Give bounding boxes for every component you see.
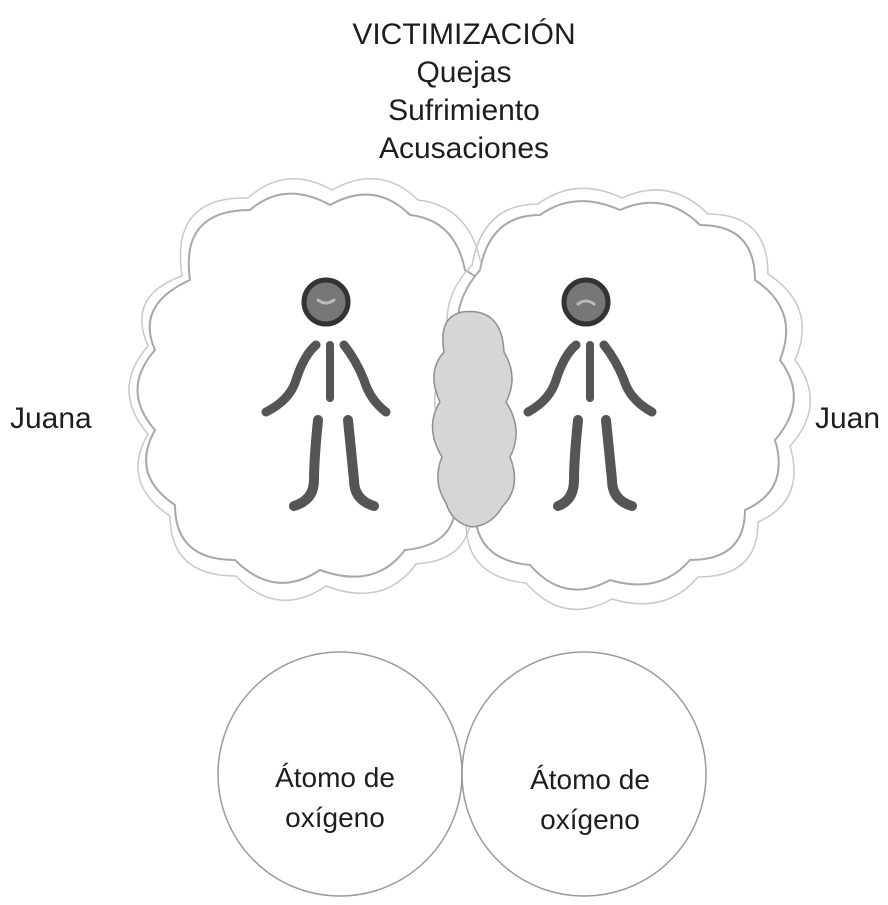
person-name-right: Juan xyxy=(815,402,881,435)
title-line-quejas: Quejas xyxy=(416,56,512,89)
atom-label-right-line1: Átomo de xyxy=(530,764,650,795)
atom-label-right-line2: oxígeno xyxy=(540,804,640,835)
title-heading: VICTIMIZACIÓN xyxy=(352,18,576,51)
person-name-left: Juana xyxy=(10,402,92,435)
atom-label-left-line1: Átomo de xyxy=(275,762,395,793)
title-block: VICTIMIZACIÓN Quejas Sufrimiento Acusaci… xyxy=(244,16,684,168)
atom-circle-right xyxy=(461,651,707,897)
person-figure-right xyxy=(523,277,657,511)
atom-label-left: Átomo de oxígeno xyxy=(255,758,415,838)
atom-label-right: Átomo de oxígeno xyxy=(510,760,670,840)
atom-label-left-line2: oxígeno xyxy=(285,802,385,833)
person-figure-left xyxy=(261,277,391,511)
title-line-acusaciones: Acusaciones xyxy=(378,132,550,165)
title-line-sufrimiento: Sufrimiento xyxy=(388,94,540,127)
cloud-overlap-region xyxy=(431,310,517,528)
